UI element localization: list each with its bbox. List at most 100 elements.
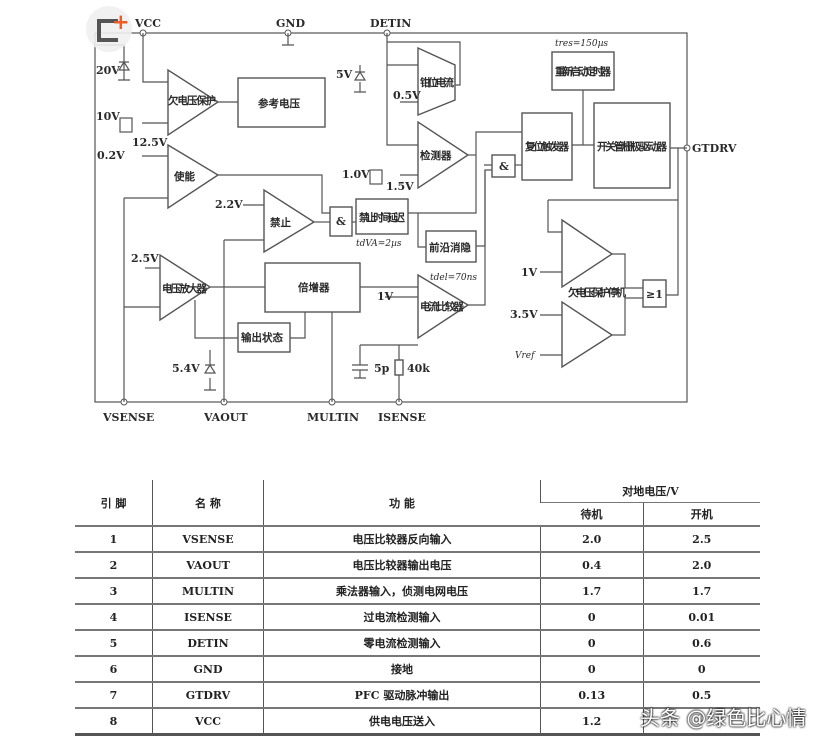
vamp-label: 电压放大器 [162, 282, 208, 295]
cell-pin: 7 [75, 681, 153, 708]
cell-name: ISENSE [152, 603, 264, 630]
cell-pin: 4 [75, 603, 153, 630]
flipflop-label: 复位触发器 [524, 140, 570, 153]
vamp-opamp [159, 253, 212, 322]
and1-gate [329, 206, 353, 237]
pin-vsense: VSENSE [102, 411, 154, 424]
cell-func: 过电流检测输入 [263, 603, 541, 630]
enable-opamp [167, 143, 220, 210]
cell-func: 接地 [263, 655, 541, 682]
zener-20v: 20V [96, 64, 120, 77]
uvlo-label: 欠电压保护 [168, 94, 216, 107]
outstate-label: 输出状态 [241, 331, 283, 344]
pin-gnd: GND [276, 17, 305, 30]
cell-pin: 8 [75, 707, 153, 736]
uvlo-opamp [167, 68, 220, 137]
cell-name: VSENSE [152, 525, 264, 552]
v0-2: 0.2V [97, 149, 125, 162]
v12-5: 12.5V [132, 136, 168, 149]
cell-pin: 5 [75, 629, 153, 656]
header-standby: 待机 [540, 502, 643, 526]
circuit-diagram: VCC GND DETIN GTDRV VSENSE VAOUT MULTIN … [94, 17, 737, 424]
cell-name: VAOUT [152, 551, 264, 578]
v3-5: 3.5V [510, 308, 538, 321]
detector-label: 检测器 [420, 149, 452, 162]
multiplier-label: 倍增器 [298, 281, 330, 294]
cell-name: DETIN [152, 629, 264, 656]
pin-vcc: VCC [134, 17, 161, 30]
cell-name: MULTIN [152, 577, 264, 604]
and2-label: & [499, 160, 509, 173]
zener-diodes [117, 60, 367, 391]
clamp-label: 钳位电流 [420, 76, 455, 89]
resistor [394, 359, 404, 376]
cell-standby: 1.2 [540, 707, 643, 736]
chip-outline [94, 32, 688, 403]
or-label: ≥1 [646, 288, 663, 301]
v0-5: 0.5V [393, 89, 421, 102]
blanking-label: 前沿消隐 [429, 241, 471, 254]
cell-func: PFC 驱动脉冲输出 [263, 681, 541, 708]
header-pin: 引 脚 [100, 496, 127, 510]
enable-label: 使能 [173, 170, 195, 183]
curcomp-label: 电流比较器 [420, 300, 465, 313]
cell-standby: 0.13 [540, 681, 643, 708]
driver-label: 开关管栅极驱动器 [597, 140, 668, 153]
header-name: 名 称 [152, 480, 264, 526]
cell-on: 1.7 [642, 577, 760, 604]
vref-label: Vref [515, 351, 536, 361]
blanking-box [425, 230, 477, 263]
tdva-label: tdVA=2µs [356, 239, 402, 249]
v2-2: 2.2V [215, 198, 243, 211]
uv-upper-opamp [561, 218, 614, 289]
cell-on: 0.5 [642, 681, 760, 708]
v1-0: 1.0V [342, 168, 370, 181]
pin-isense: ISENSE [378, 411, 426, 424]
ref-label: 参考电压 [258, 97, 300, 110]
tdel-label: tdel=70ns [430, 273, 477, 283]
cell-pin: 6 [75, 655, 153, 682]
restart-label: 重新启动定时器 [555, 65, 612, 78]
v2-5: 2.5V [131, 252, 159, 265]
cell-name: GND [152, 655, 264, 682]
uvshutdown-label: 欠电压保护停机 [568, 286, 627, 299]
watermark: 头条 @绿色比心情 [640, 706, 807, 730]
header-on: 开机 [642, 502, 760, 526]
cell-standby: 0 [540, 603, 643, 630]
pin-multin: MULTIN [307, 411, 359, 424]
restart-box [551, 51, 615, 91]
tres-label: tres=150µs [555, 39, 608, 49]
v1-uv: 1V [521, 266, 538, 279]
cap-label: 5p [374, 362, 390, 375]
driver-box [593, 102, 671, 189]
inhibit-opamp [263, 188, 316, 254]
cell-pin: 3 [75, 577, 153, 604]
header-voltage: 对地电压/V [540, 480, 760, 503]
v1-curcomp: 1V [377, 290, 394, 303]
curcomp-opamp [417, 273, 470, 340]
inhibit-label: 禁止 [269, 216, 291, 229]
zener-5v: 5V [336, 68, 353, 81]
cell-pin: 2 [75, 551, 153, 578]
wires [95, 33, 687, 402]
detector-opamp [417, 120, 470, 190]
v10: 10V [96, 110, 120, 123]
zener-5-4v: 5.4V [172, 362, 200, 375]
cell-pin: 1 [75, 525, 153, 552]
and1-label: & [336, 215, 346, 228]
cell-on: 0 [642, 655, 760, 682]
flipflop-box [521, 112, 573, 181]
cell-on: 0.6 [642, 629, 760, 656]
or-gate [642, 279, 667, 308]
cell-func: 电压比较器输出电压 [263, 551, 541, 578]
header-function: 功 能 [263, 480, 541, 526]
delay-box [355, 198, 409, 235]
